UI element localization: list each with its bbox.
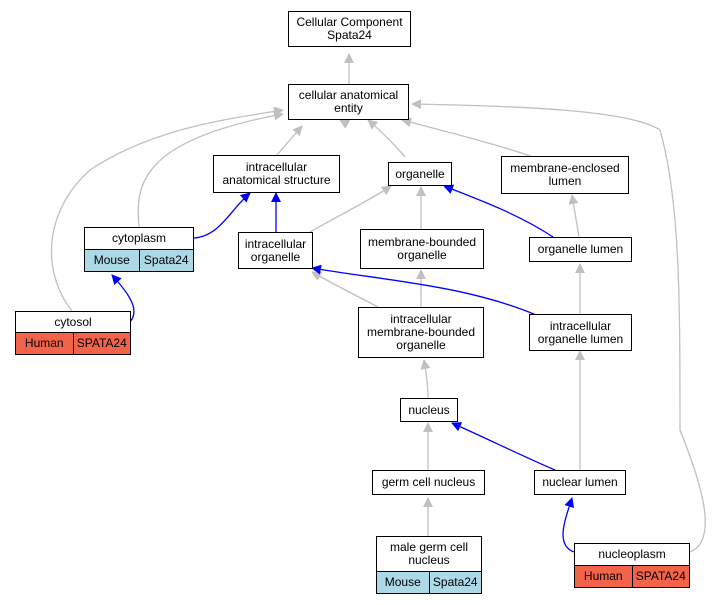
- node-cytoplasm[interactable]: cytoplasm Mouse Spata24: [84, 227, 194, 272]
- edge-io-organelle: [309, 185, 392, 233]
- edge-cytoplasm-cae: [137, 110, 284, 228]
- species-cell: Mouse: [377, 572, 429, 593]
- node-label: organelle: [395, 166, 445, 181]
- node-cytosol[interactable]: cytosol Human SPATA24: [15, 311, 131, 355]
- node-germ-cell-nucleus[interactable]: germ cell nucleus: [372, 470, 485, 495]
- node-label: nuclear lumen: [542, 475, 618, 489]
- node-nuclear-lumen[interactable]: nuclear lumen: [534, 470, 626, 495]
- edge-cytosol-cae: [50, 106, 284, 312]
- node-membrane-bounded-organelle[interactable]: membrane-bounded organelle: [360, 229, 484, 269]
- edge-imbo-io: [311, 271, 379, 308]
- node-label: organelle lumen: [537, 242, 624, 256]
- node-organelle-lumen[interactable]: organelle lumen: [529, 237, 632, 262]
- edge-nucleus-imbo: [420, 359, 431, 399]
- edge-mel-cae: [401, 117, 534, 158]
- node-label: nucleus: [408, 402, 450, 417]
- edge-np-cae: [411, 99, 706, 553]
- node-label: intracellular anatomical structure: [222, 160, 331, 187]
- edge-organelle-cae: [339, 119, 351, 129]
- species-cell: Human: [575, 566, 632, 587]
- node-label: nucleoplasm: [575, 544, 689, 566]
- edge-cytoplasm-ias: [193, 192, 251, 239]
- node-intracellular-organelle[interactable]: intracellular organelle: [238, 232, 313, 269]
- node-label: cytosol: [16, 312, 130, 333]
- node-intracellular-organelle-lumen[interactable]: intracellular organelle lumen: [529, 314, 632, 351]
- edge-cytosol-cytoplasm: [111, 274, 135, 323]
- node-label: Cellular Component Spata24: [296, 15, 403, 42]
- edge-ias-cae: [276, 125, 303, 156]
- node-label: intracellular organelle: [244, 236, 307, 264]
- edge-nl-nucleus: [451, 422, 556, 471]
- edge-ol-mel: [568, 194, 580, 238]
- node-label: membrane-enclosed lumen: [510, 161, 620, 188]
- gene-cell: Spata24: [428, 572, 481, 593]
- gene-cell: SPATA24: [631, 566, 689, 587]
- species-cell: Human: [16, 333, 73, 354]
- gene-cell: Spata24: [138, 250, 193, 271]
- gene-cell: SPATA24: [72, 333, 130, 354]
- edge-ol-organelle: [443, 184, 554, 238]
- node-organelle[interactable]: organelle: [388, 162, 452, 186]
- edge-np-nl: [562, 497, 575, 553]
- node-label: germ cell nucleus: [381, 475, 476, 489]
- node-label: membrane-bounded organelle: [367, 235, 477, 262]
- node-label: cytoplasm: [85, 228, 193, 250]
- node-label: intracellular organelle lumen: [537, 318, 624, 346]
- node-male-germ-cell-nucleus[interactable]: male germ cell nucleus Mouse Spata24: [376, 536, 482, 594]
- node-intracellular-membrane-bounded-organelle[interactable]: intracellular membrane-bounded organelle: [358, 307, 484, 358]
- node-cellular-component-spata24[interactable]: Cellular Component Spata24: [288, 11, 411, 47]
- node-nucleus[interactable]: nucleus: [400, 398, 458, 422]
- edge-organelle-cae2: [367, 119, 406, 158]
- node-membrane-enclosed-lumen[interactable]: membrane-enclosed lumen: [501, 156, 629, 194]
- node-intracellular-anatomical-structure[interactable]: intracellular anatomical structure: [213, 155, 340, 193]
- node-label: intracellular membrane-bounded organelle: [366, 312, 476, 352]
- node-nucleoplasm[interactable]: nucleoplasm Human SPATA24: [574, 543, 690, 588]
- node-label: male germ cell nucleus: [377, 537, 481, 572]
- node-label: cellular anatomical entity: [298, 88, 399, 115]
- species-cell: Mouse: [85, 250, 139, 271]
- node-cellular-anatomical-entity[interactable]: cellular anatomical entity: [288, 84, 409, 120]
- edge-iol-io: [311, 264, 544, 319]
